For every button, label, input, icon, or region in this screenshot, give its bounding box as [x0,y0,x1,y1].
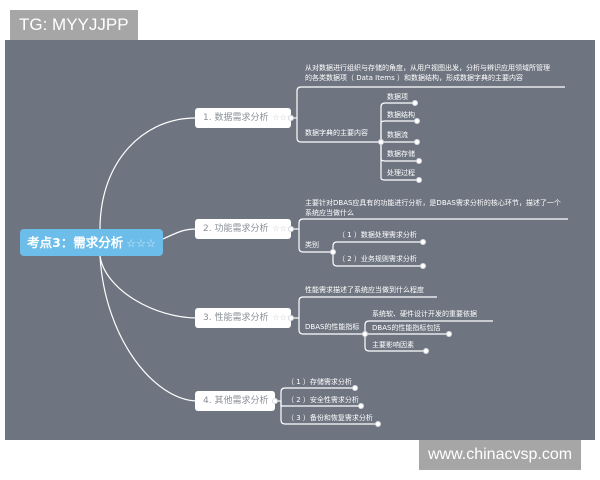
branch-label: 2. 功能需求分析 [203,224,269,234]
root-node[interactable]: 考点3：需求分析☆☆☆ [20,229,163,256]
leaf-item: 数据结构 [387,111,415,119]
connector-lines [99,86,568,425]
collapse-toggle-icon[interactable] [288,115,294,121]
leaf-node-icon[interactable] [412,100,418,106]
branch-data-requirements[interactable]: 1. 数据需求分析☆☆☆ [195,108,294,128]
branch1-sub-label: 数据字典的主要内容 [305,129,368,137]
mindmap-canvas: 考点3：需求分析☆☆☆ 1. 数据需求分析☆☆☆ 从对数据进行组织与存储的角度，… [5,40,595,440]
watermark-top: TG: MYYJJPP [10,10,138,40]
branch-other-requirements[interactable]: 4. 其他需求分析 [195,391,275,411]
leaf-node-icon[interactable] [414,139,420,145]
branch-label: 1. 数据需求分析 [203,113,269,123]
collapse-toggle-icon[interactable] [330,249,336,255]
leaf-node-icon[interactable] [420,263,426,269]
branch2-description-line2: 系统应当做什么 [305,209,354,217]
leaf-node-icon[interactable] [420,239,426,245]
leaf-item: 系统软、硬件设计开发的重要依据 [372,310,477,318]
branch1-description-line1: 从对数据进行组织与存储的角度，从用户视图出发，分析与辨识应用领域所管理 [305,64,550,72]
leaf-item: 处理过程 [387,169,415,177]
collapse-toggle-icon[interactable] [272,398,278,404]
leaf-item: 数据项 [387,93,408,101]
leaf-item: （ 2 ）业务规则需求分析 [338,255,417,263]
leaf-node-icon[interactable] [358,403,364,409]
leaf-item: 主要影响因素 [372,341,414,349]
branch-label: 4. 其他需求分析 [203,396,269,406]
leaf-node-icon[interactable] [446,331,452,337]
leaf-node-icon[interactable] [375,421,381,427]
branch3-sub-label: DBAS的性能指标 [305,323,360,331]
leaf-item: 数据存储 [387,150,415,158]
leaf-node-icon[interactable] [423,348,429,354]
branch2-sub-label: 类别 [305,241,319,249]
leaf-item: （ 3 ）备份和恢复需求分析 [287,414,373,422]
branch-performance-requirements[interactable]: 3. 性能需求分析☆☆☆ [195,308,294,328]
collapse-toggle-icon[interactable] [288,315,294,321]
leaf-node-icon[interactable] [414,118,420,124]
leaf-item: （ 1 ）数据处理需求分析 [338,231,417,239]
root-stars-icon: ☆☆☆ [126,237,156,250]
branch1-description-line2: 的各类数据项（ Data Items ）和数据结构，形成数据字典的主要内容 [305,74,523,82]
collapse-toggle-icon[interactable] [378,139,384,145]
collapse-toggle-icon[interactable] [288,226,294,232]
leaf-item: 数据流 [387,131,408,139]
branch2-description-line1: 主要针对DBAS应具有的功能进行分析，是DBAS需求分析的核心环节，描述了一个 [305,199,561,207]
leaf-item: DBAS的性能指标包括 [372,324,441,332]
stars-icon: ☆☆☆ [272,224,294,233]
collapse-toggle-icon[interactable] [362,331,368,337]
stars-icon: ☆☆☆ [272,313,294,322]
branch3-description: 性能需求描述了系统应当做到什么程度 [305,286,424,294]
leaf-item: （ 1 ）存储需求分析 [287,378,352,386]
branch-label: 3. 性能需求分析 [203,313,269,323]
leaf-item: （ 2 ）安全性需求分析 [287,396,359,404]
leaf-node-icon[interactable] [352,385,358,391]
stars-icon: ☆☆☆ [272,113,294,122]
branch-function-requirements[interactable]: 2. 功能需求分析☆☆☆ [195,219,294,239]
root-label: 考点3：需求分析 [27,235,124,250]
watermark-bottom: www.chinacvsp.com [419,440,582,470]
leaf-node-icon[interactable] [416,158,422,164]
leaf-node-icon[interactable] [416,177,422,183]
